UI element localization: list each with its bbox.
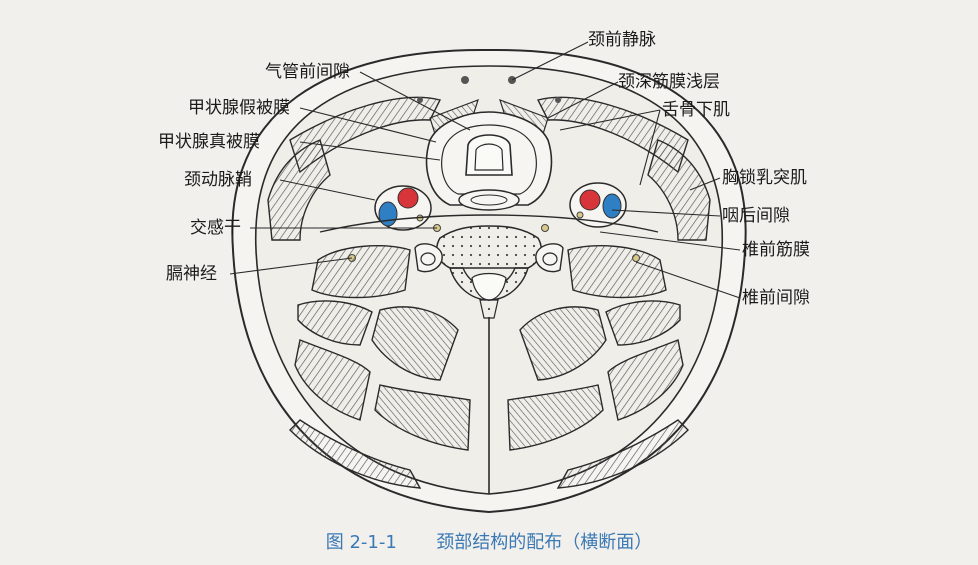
label-sternocleidomastoid: 胸锁乳突肌 — [722, 168, 807, 188]
figure-number: 图 2-1-1 — [326, 528, 397, 554]
common-carotid-artery-left — [398, 188, 418, 208]
label-prevertebral-fascia: 椎前筋膜 — [742, 240, 810, 260]
label-thyroid-false-capsule: 甲状腺假被膜 — [188, 98, 290, 118]
label-pretracheal-space: 气管前间隙 — [265, 62, 350, 82]
internal-jugular-vein-right — [603, 194, 621, 218]
figure-caption: 图 2-1-1 颈部结构的配布（横断面） — [0, 528, 978, 554]
label-retropharyngeal-space: 咽后间隙 — [722, 206, 790, 226]
figure-title: 颈部结构的配布（横断面） — [436, 528, 652, 554]
vertebral-body — [437, 226, 541, 268]
esophagus — [459, 190, 519, 210]
label-phrenic-nerve: 膈神经 — [166, 264, 217, 284]
label-anterior-jugular-vein: 颈前静脉 — [588, 30, 656, 50]
transverse-process-right — [536, 244, 563, 272]
common-carotid-artery-right — [580, 190, 600, 210]
trachea — [466, 135, 512, 175]
carotid-sheath-left — [375, 186, 431, 230]
label-superficial-layer-deep-cervical-fascia: 颈深筋膜浅层 — [618, 72, 720, 92]
label-sympathetic-trunk: 交感干 — [190, 218, 241, 238]
label-thyroid-true-capsule: 甲状腺真被膜 — [158, 132, 260, 152]
label-infrahyoid-muscles: 舌骨下肌 — [662, 100, 730, 120]
carotid-sheath-right — [570, 183, 626, 227]
transverse-process-left — [415, 244, 442, 272]
label-carotid-sheath: 颈动脉鞘 — [184, 170, 252, 190]
internal-jugular-vein-left — [379, 202, 397, 226]
label-prevertebral-space: 椎前间隙 — [742, 288, 810, 308]
